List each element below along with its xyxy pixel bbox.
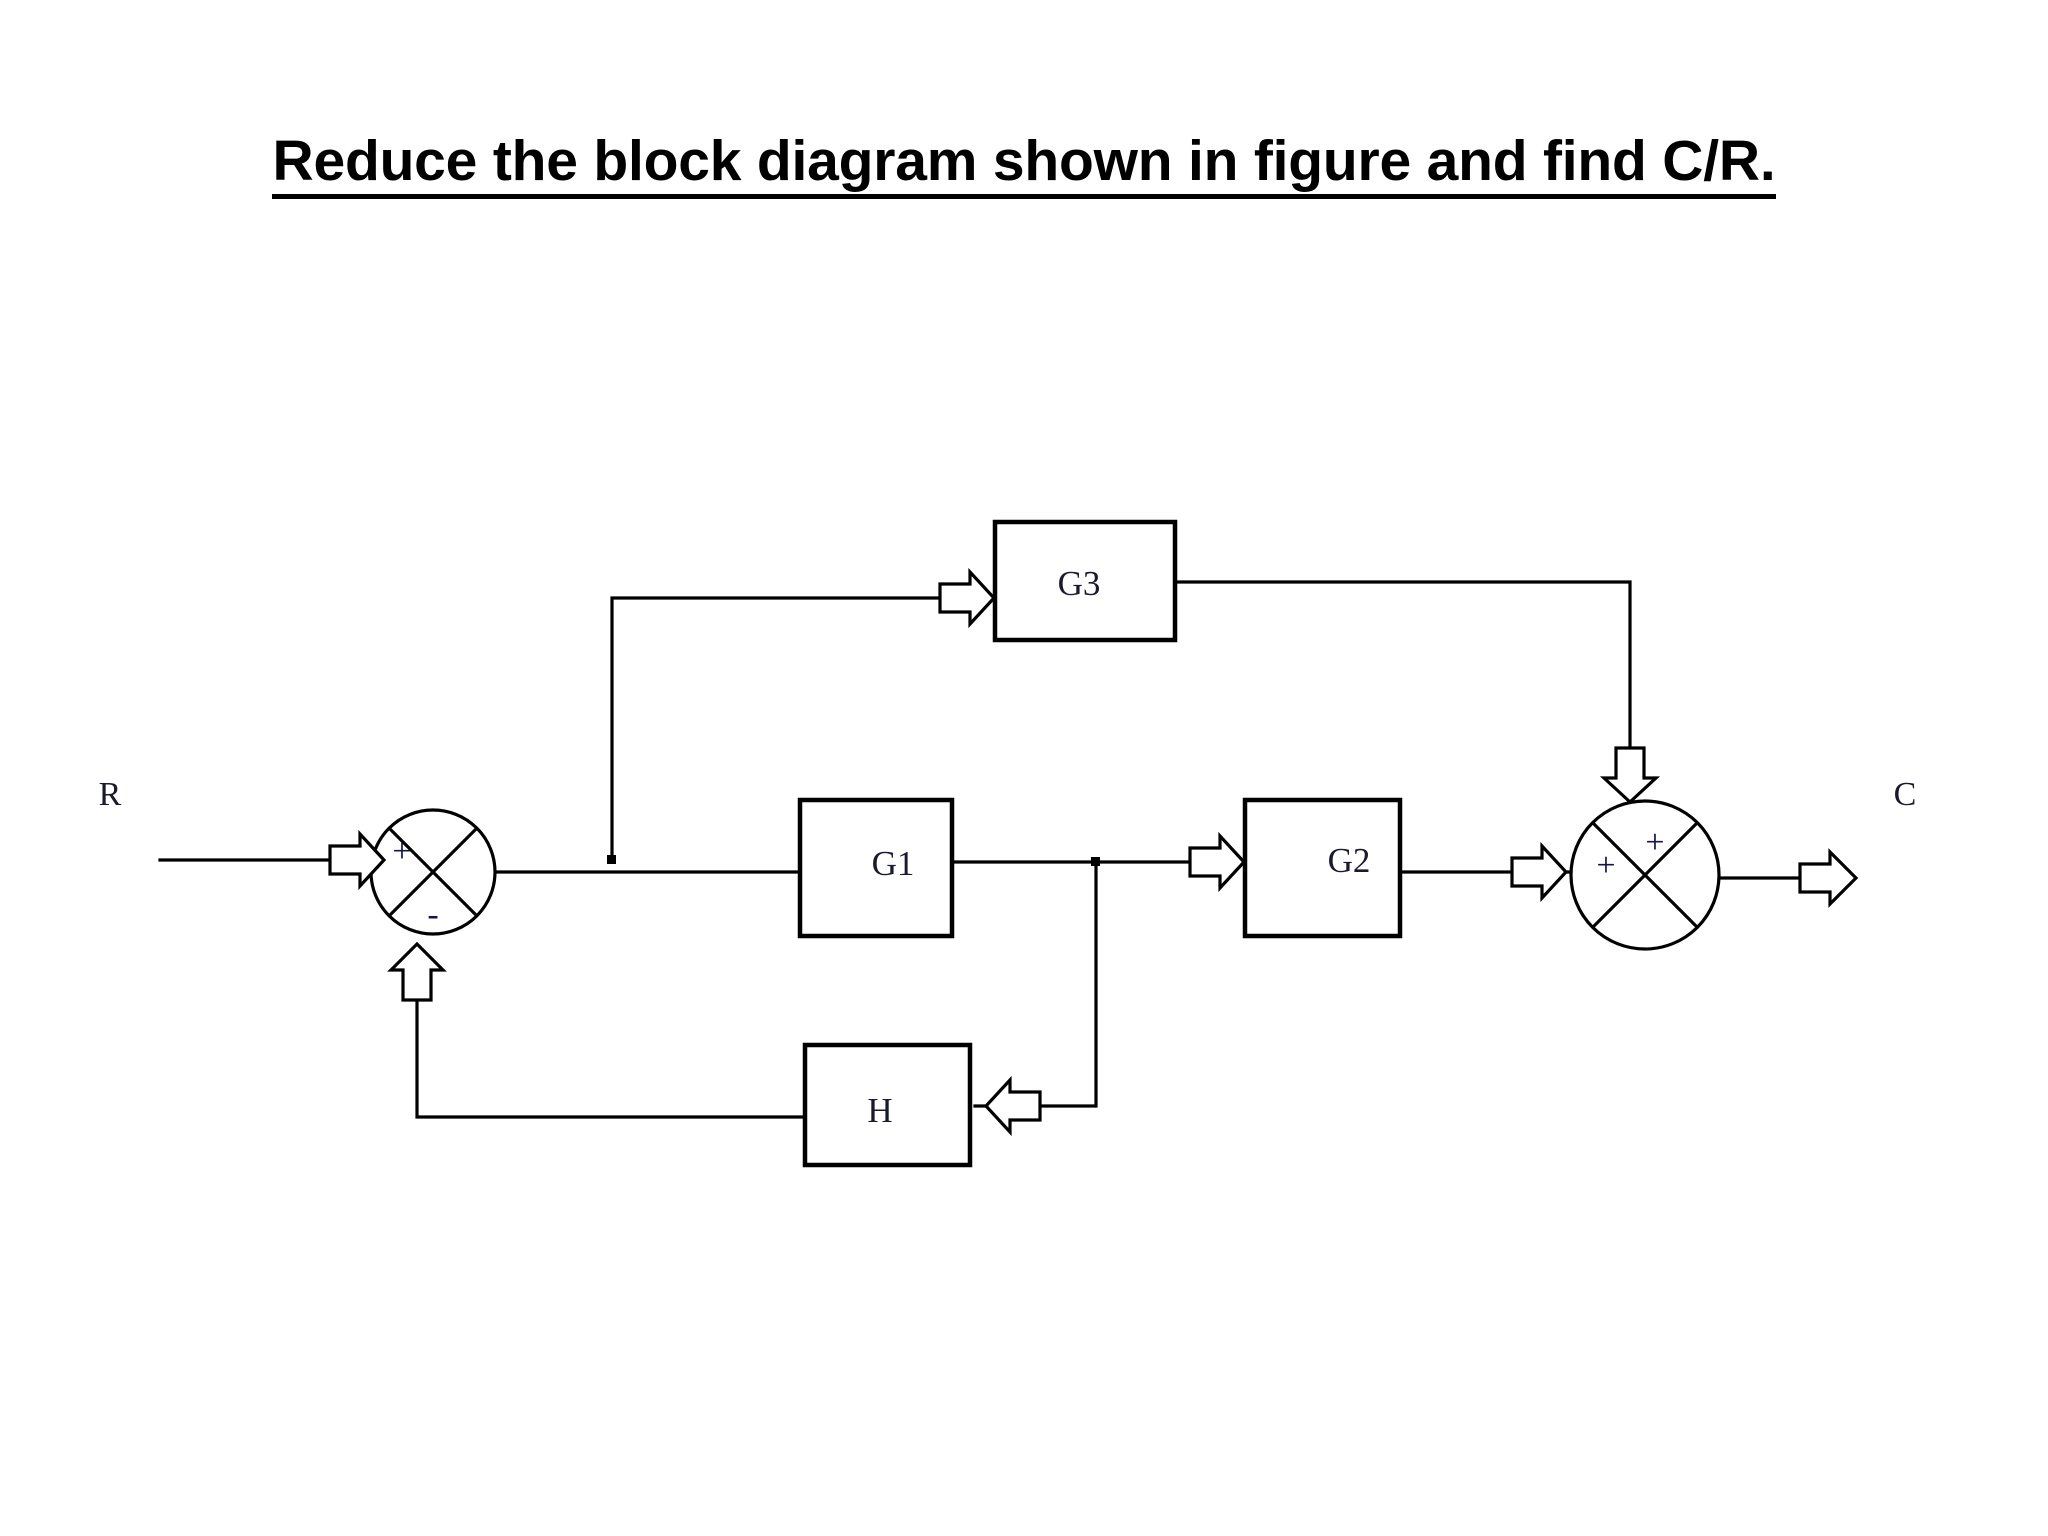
- block-h[interactable]: H: [802, 1042, 973, 1168]
- arrow-r-into-sum-left: [328, 829, 387, 891]
- sum-right-sign-plus-left: +: [1596, 847, 1615, 884]
- summing-junction-left[interactable]: + -: [369, 808, 497, 936]
- arrow-into-h: [983, 1075, 1042, 1137]
- arrow-into-g2: [1188, 831, 1247, 893]
- block-g2-rect: [1242, 797, 1403, 939]
- block-h-label: H: [867, 1091, 892, 1130]
- wire-tap-to-h: [973, 860, 1098, 1108]
- input-label-r: R: [99, 776, 122, 813]
- page-title: Reduce the block diagram shown in figure…: [0, 128, 2048, 199]
- block-g1-label: G1: [872, 844, 915, 883]
- sum-right-sign-plus-top: +: [1645, 824, 1664, 861]
- block-g2-label: G2: [1328, 841, 1371, 880]
- arrow-h-into-sum-left: [387, 941, 447, 1002]
- block-g2[interactable]: G2: [1242, 797, 1403, 939]
- arrow-g3-into-sum-right: [1599, 746, 1661, 805]
- block-h-rect: [802, 1042, 973, 1168]
- branch-node-g3: [607, 855, 616, 864]
- block-g3[interactable]: G3: [992, 519, 1178, 643]
- page-title-text: Reduce the block diagram shown in figure…: [272, 131, 1776, 199]
- wire-branch-to-g3: [610, 596, 1002, 862]
- arrow-c-output: [1798, 848, 1859, 908]
- sum-left-cross-b: [387, 826, 479, 918]
- branch-node-h: [1091, 857, 1100, 866]
- sum-left-sign-plus: +: [392, 833, 411, 870]
- sum-left-sign-minus: -: [427, 896, 438, 933]
- output-label-c: C: [1894, 776, 1917, 813]
- block-g1[interactable]: G1: [797, 797, 955, 939]
- arrow-into-g3: [938, 567, 997, 629]
- sum-right-cross-b: [1591, 821, 1699, 929]
- summing-junction-right[interactable]: + +: [1569, 799, 1721, 951]
- arrow-g2-into-sum-right: [1510, 841, 1569, 903]
- block-g1-rect: [797, 797, 955, 939]
- wire-h-to-sum-left: [415, 950, 807, 1119]
- block-g3-rect: [992, 519, 1178, 643]
- block-g3-label: G3: [1058, 564, 1101, 603]
- wire-g3-to-sum-right: [1173, 580, 1632, 786]
